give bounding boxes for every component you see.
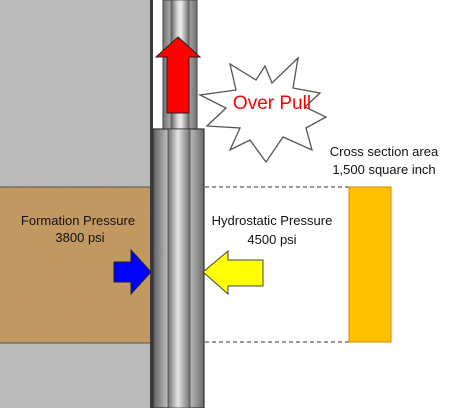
wellbore-wall [150, 0, 153, 408]
hydrostatic-pressure-label: Hydrostatic Pressure [212, 213, 333, 228]
over-pull-arrow [154, 36, 202, 114]
over-pull-label: Over Pull [233, 93, 311, 114]
formation-pressure-arrow [113, 248, 152, 296]
cross-section-block [348, 186, 392, 343]
hydrostatic-pressure-value: 4500 psi [247, 232, 296, 247]
hydrostatic-pressure-arrow [202, 249, 264, 296]
over-pull-callout-burst [197, 56, 328, 164]
cross-section-label-line2: 1,500 square inch [332, 162, 435, 177]
formation-pressure-value: 3800 psi [55, 230, 104, 245]
lower-rock-stratum [0, 343, 150, 408]
formation-pressure-label: Formation Pressure [21, 213, 135, 228]
cross-section-label-line1: Cross section area [330, 144, 439, 159]
drill-collar-bore [167, 128, 191, 408]
upper-rock-stratum [0, 0, 150, 187]
